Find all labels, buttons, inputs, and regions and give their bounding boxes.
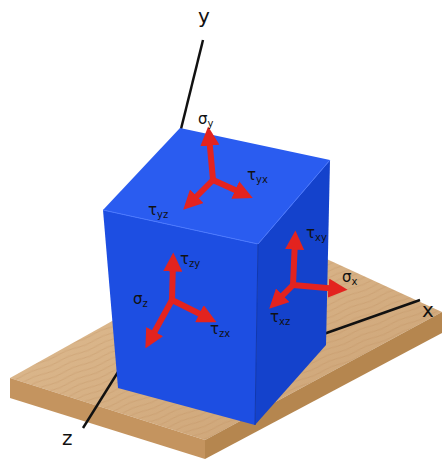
- stress-label: τxy: [306, 226, 327, 243]
- axis-label: y: [198, 6, 210, 26]
- stress-label: τzx: [210, 322, 230, 339]
- stress-label: τzy: [180, 252, 200, 269]
- stress-label: σx: [342, 270, 357, 287]
- stress-label: σy: [198, 112, 213, 129]
- cube: [103, 128, 330, 425]
- stress-label: τyz: [148, 203, 168, 220]
- stress-label: τxz: [270, 310, 290, 327]
- stress-arrows: [150, 136, 338, 340]
- stress-label: σz: [133, 292, 148, 309]
- stress-label: τyx: [247, 168, 268, 185]
- axis-lines: [83, 40, 420, 428]
- axis-label: x: [422, 300, 434, 320]
- axis-label: z: [62, 428, 73, 448]
